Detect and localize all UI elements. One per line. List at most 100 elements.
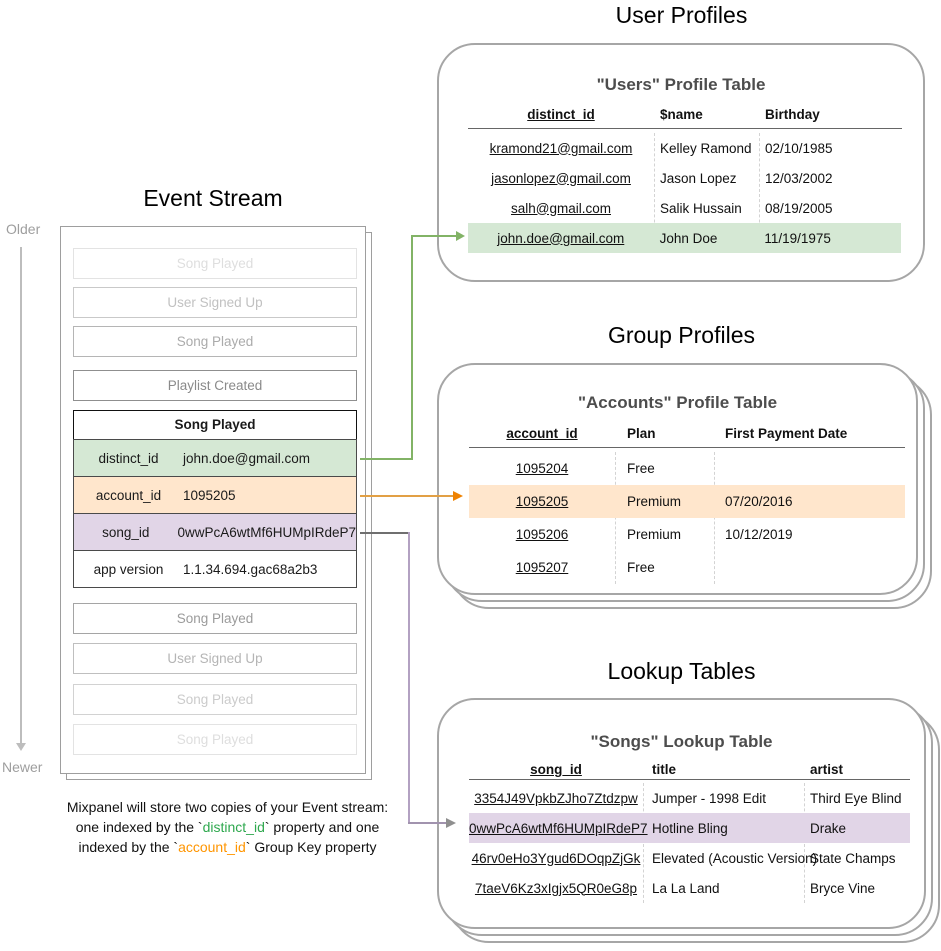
group-profiles-title: Group Profiles <box>607 322 755 348</box>
column-header-name: $name <box>660 107 703 122</box>
column-separator <box>714 452 715 584</box>
accounts-table-title: "Accounts" Profile Table <box>577 393 778 412</box>
caption-line-2: one indexed by the `distinct_id` propert… <box>25 817 430 837</box>
table-row: 7taeV6Kz3xIgjx5QR0eG8p La La Land Bryce … <box>469 873 910 903</box>
table-row: kramond21@gmail.com Kelley Ramond 02/10/… <box>468 133 902 163</box>
column-header-first-payment-date: First Payment Date <box>725 426 848 441</box>
table-row: 46rv0eHo3Ygud6DOqpZjGk Elevated (Acousti… <box>469 843 910 873</box>
property-key: account_id <box>95 487 162 503</box>
event-property-row-distinct-id: distinct_id john.doe@gmail.com <box>73 439 357 477</box>
column-header-birthday: Birthday <box>765 107 820 122</box>
column-separator <box>804 783 805 903</box>
event-box: Song Played <box>73 326 357 357</box>
cell-title: Elevated (Acoustic Version) <box>652 850 818 866</box>
column-separator <box>643 783 644 903</box>
cell-artist: Third Eye Blind <box>810 790 902 806</box>
cell-song-id: 0wwPcA6wtMf6HUMpIRdeP7 <box>469 820 648 836</box>
cell-song-id: 3354J49VpkbZJho7Ztdzpw <box>474 790 638 806</box>
header-rule <box>468 128 902 129</box>
column-header-song-id: song_id <box>530 762 582 777</box>
cell-name: Jason Lopez <box>660 170 737 186</box>
property-key: song_id <box>102 524 150 540</box>
caption-text-part: ` Group Key property <box>245 839 377 855</box>
arrowhead-right-icon <box>453 491 463 501</box>
event-box: User Signed Up <box>73 287 357 318</box>
table-row: 1095206 Premium 10/12/2019 <box>469 518 905 551</box>
caption-line-3: indexed by the `account_id` Group Key pr… <box>25 837 430 857</box>
cell-first-payment-date: 10/12/2019 <box>725 527 793 542</box>
cell-plan: Free <box>627 461 655 476</box>
column-header-title: title <box>652 762 677 777</box>
account-id-keyword: account_id <box>178 839 246 855</box>
arrowhead-right-icon <box>456 231 465 241</box>
cell-plan: Free <box>627 560 655 575</box>
caption-text: Mixpanel will store two copies of your E… <box>25 797 430 857</box>
event-stream-title: Event Stream <box>143 185 283 211</box>
cell-birthday: 08/19/2005 <box>765 200 833 216</box>
cell-title: Hotline Bling <box>652 820 728 836</box>
caption-text-part: ` property and one <box>264 819 380 835</box>
table-row-highlighted: 1095205 Premium 07/20/2016 <box>469 485 905 518</box>
table-row-highlighted: john.doe@gmail.com John Doe 11/19/1975 <box>468 223 901 253</box>
event-box: Song Played <box>73 724 357 755</box>
table-row: jasonlopez@gmail.com Jason Lopez 12/03/2… <box>468 163 902 193</box>
user-profiles-title: User Profiles <box>615 2 748 28</box>
cell-artist: Bryce Vine <box>810 880 876 896</box>
cell-distinct-id: jasonlopez@gmail.com <box>491 170 631 186</box>
property-key: app version <box>93 561 164 577</box>
column-header-account-id: account_id <box>506 426 578 441</box>
older-label: Older <box>6 221 41 237</box>
accounts-table-header: account_id Plan First Payment Date <box>469 424 905 444</box>
property-key: distinct_id <box>98 450 159 466</box>
table-row: 3354J49VpkbZJho7Ztdzpw Jumper - 1998 Edi… <box>469 783 910 813</box>
songs-lookup-card: "Songs" Lookup Table song_id title artis… <box>437 698 926 929</box>
songs-table-header: song_id title artist <box>469 760 910 780</box>
caption-text-part: one indexed by the ` <box>75 819 203 835</box>
cell-artist: Drake <box>810 820 847 836</box>
newer-label: Newer <box>2 759 43 775</box>
cell-title: La La Land <box>652 880 720 896</box>
cell-account-id: 1095207 <box>515 560 569 575</box>
column-separator <box>654 133 655 253</box>
users-table-header: distinct_id $name Birthday <box>468 105 902 125</box>
arrow-down-icon <box>16 743 26 751</box>
event-box: Song Played <box>73 603 357 634</box>
property-value: john.doe@gmail.com <box>183 450 311 466</box>
table-row: 1095207 Free <box>469 551 905 584</box>
cell-song-id: 46rv0eHo3Ygud6DOqpZjGk <box>471 850 641 866</box>
cell-title: Jumper - 1998 Edit <box>652 790 767 806</box>
cell-name: Kelley Ramond <box>660 140 752 156</box>
event-box: Song Played <box>73 248 357 279</box>
header-rule <box>469 447 905 448</box>
arrowhead-right-icon <box>446 818 456 828</box>
users-profile-card: "Users" Profile Table distinct_id $name … <box>437 43 925 282</box>
property-value: 1095205 <box>183 487 236 503</box>
cell-first-payment-date: 07/20/2016 <box>725 494 793 509</box>
cell-account-id: 1095204 <box>515 461 569 476</box>
table-row: salh@gmail.com Salik Hussain 08/19/2005 <box>468 193 902 223</box>
users-table-title: "Users" Profile Table <box>596 75 766 94</box>
event-property-row-song-id: song_id 0wwPcA6wtMf6HUMpIRdeP7 <box>73 513 357 551</box>
cell-distinct-id: salh@gmail.com <box>511 200 611 216</box>
event-property-row-app-version: app version 1.1.34.694.gac68a2b3 <box>73 550 357 588</box>
event-box: Playlist Created <box>73 370 357 401</box>
timeline-arrow-line <box>20 247 22 743</box>
cell-plan: Premium <box>627 527 682 542</box>
cell-birthday: 12/03/2002 <box>765 170 833 186</box>
caption-text-part: indexed by the ` <box>78 839 179 855</box>
column-header-plan: Plan <box>627 426 656 441</box>
caption-line-1: Mixpanel will store two copies of your E… <box>66 799 389 815</box>
table-row: 1095204 Free <box>469 452 905 485</box>
cell-plan: Premium <box>627 494 682 509</box>
event-box: User Signed Up <box>73 643 357 674</box>
event-property-row-account-id: account_id 1095205 <box>73 476 357 514</box>
cell-distinct-id: kramond21@gmail.com <box>489 140 633 156</box>
column-separator <box>615 452 616 584</box>
cell-name: John Doe <box>659 230 718 246</box>
column-header-artist: artist <box>810 762 844 777</box>
cell-artist: State Champs <box>810 850 896 866</box>
accounts-profile-card: "Accounts" Profile Table account_id Plan… <box>437 363 918 595</box>
cell-distinct-id: john.doe@gmail.com <box>497 230 625 246</box>
cell-account-id: 1095206 <box>515 527 569 542</box>
